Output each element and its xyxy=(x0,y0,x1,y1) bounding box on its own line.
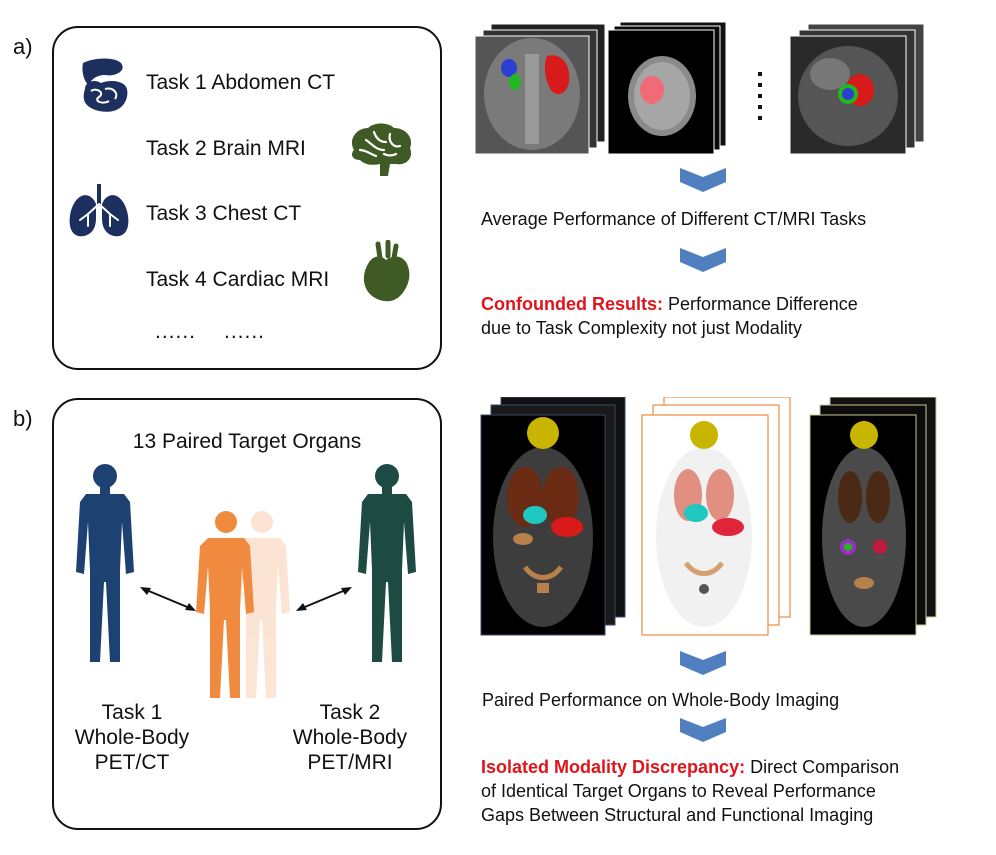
paired-organs-title: 13 Paired Target Organs xyxy=(132,430,362,453)
double-arrow-left-icon xyxy=(140,587,196,611)
chevron-down-icon xyxy=(680,168,726,192)
task-1-petct-label: Task 1 Whole-Body PET/CT xyxy=(62,700,202,775)
panel-b-result-line1: Direct Comparison xyxy=(745,757,900,777)
brain-icon xyxy=(351,123,412,176)
mri-scan-stack xyxy=(809,397,937,636)
abdomen-icon xyxy=(82,58,128,112)
abdomen-ct-scan-stack xyxy=(475,24,605,155)
brain-mri-scan-stack xyxy=(608,22,727,154)
chevron-down-icon xyxy=(680,651,726,675)
panel-a-result-line1: Performance Difference xyxy=(663,294,858,314)
task-2-petmri-label: Task 2 Whole-Body PET/MRI xyxy=(280,700,420,775)
ellipsis-2: ...... xyxy=(224,320,266,343)
body-figure-center-icon xyxy=(196,511,290,698)
task-1-line2: Whole-Body xyxy=(74,726,190,749)
panel-b-caption: Paired Performance on Whole-Body Imaging xyxy=(482,690,840,710)
task-1-label: Task 1 Abdomen CT xyxy=(146,71,336,94)
task-2-label: Task 2 Brain MRI xyxy=(146,137,306,160)
scan-ellipsis xyxy=(758,72,764,120)
chevron-down-icon xyxy=(680,248,726,272)
ct-scan-stack xyxy=(480,397,626,636)
task-1-line1: Task 1 xyxy=(101,701,163,724)
panel-a-caption: Average Performance of Different CT/MRI … xyxy=(481,209,867,229)
body-figure-petct-icon xyxy=(76,464,134,662)
ellipsis-1: ...... xyxy=(155,320,197,343)
task-4-label: Task 4 Cardiac MRI xyxy=(146,268,330,291)
panel-a-result-line2: due to Task Complexity not just Modality xyxy=(481,318,802,338)
panel-a-label: a) xyxy=(13,34,33,59)
pet-scan-stack xyxy=(641,397,791,636)
chevron-down-icon xyxy=(680,718,726,742)
task-3-label: Task 3 Chest CT xyxy=(146,202,302,225)
panel-a-result: Confounded Results: Performance Differen… xyxy=(481,292,961,340)
lungs-icon xyxy=(69,184,129,237)
isolated-discrepancy-highlight: Isolated Modality Discrepancy: xyxy=(481,757,746,777)
task-2-line2: Whole-Body xyxy=(292,726,408,749)
panel-b-label: b) xyxy=(13,406,33,431)
task-2-line1: Task 2 xyxy=(319,701,381,724)
heart-icon xyxy=(363,240,410,302)
body-figure-petmri-icon xyxy=(358,464,416,662)
confounded-results-highlight: Confounded Results: xyxy=(481,294,663,314)
task-1-line3: PET/CT xyxy=(94,751,170,774)
cardiac-mri-scan-stack xyxy=(790,24,924,155)
panel-b-result-line2: of Identical Target Organs to Reveal Per… xyxy=(481,781,876,801)
panel-b-result-line3: Gaps Between Structural and Functional I… xyxy=(481,805,874,825)
task-2-line3: PET/MRI xyxy=(307,751,393,774)
double-arrow-right-icon xyxy=(296,587,352,611)
panel-b-result: Isolated Modality Discrepancy: Direct Co… xyxy=(481,755,981,827)
